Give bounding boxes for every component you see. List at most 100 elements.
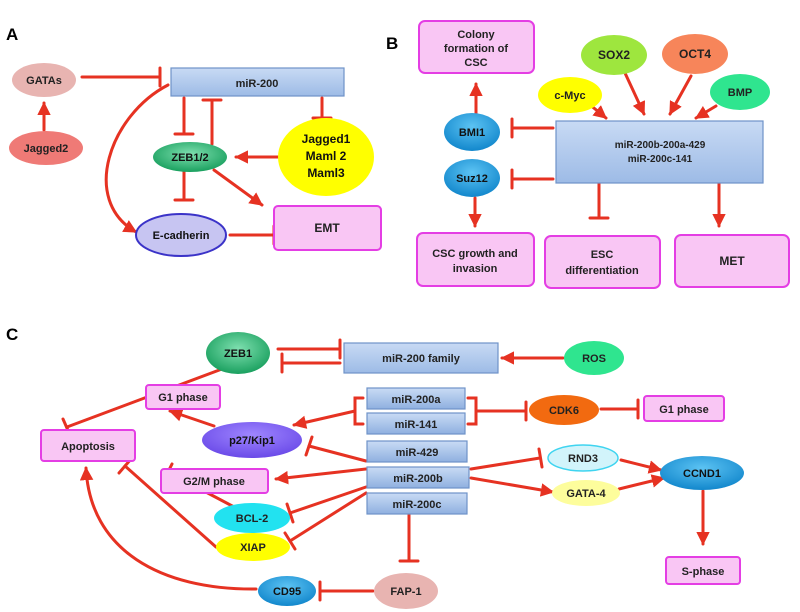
label-gatas: GATAs [26, 75, 62, 87]
label-oct4: OCT4 [679, 47, 711, 61]
node-g2m-phase [160, 468, 269, 494]
label-jagged-line1: Jagged1 [302, 132, 351, 146]
node-jagged1-group [278, 118, 374, 196]
label-escdiff-line1: ESC [591, 249, 614, 261]
edge-mir200-to-ecad [104, 83, 170, 234]
label-g1-right: G1 phase [659, 404, 709, 416]
node-ccnd1 [660, 456, 744, 490]
edge-mir-to-p27 [292, 409, 357, 429]
label-mirbox-line2: miR-200c-141 [628, 154, 693, 165]
edge-mir-inhibits-bcl2 [288, 485, 368, 515]
edge-cap [285, 502, 295, 524]
node-csc-growth [416, 232, 535, 287]
node-emt [273, 205, 382, 251]
node-g1-phase-left [145, 384, 221, 410]
node-sox2 [581, 35, 647, 75]
label-gata4: GATA-4 [566, 488, 606, 500]
node-bmi1 [444, 113, 500, 151]
label-suz12: Suz12 [456, 173, 488, 185]
label-zeb1: ZEB1 [224, 348, 252, 360]
node-fap1 [374, 573, 438, 609]
edge-oct4-to-mir [668, 74, 693, 116]
edge-sox2-to-mir [623, 71, 646, 116]
node-mir200-family [343, 342, 499, 374]
edge-p27-to-g1 [168, 408, 216, 428]
node-apoptosis [40, 429, 136, 462]
edge-mir-to-gata4 [469, 476, 555, 497]
node-cd95 [258, 576, 316, 606]
edge-mir-inhibits-p27 [307, 444, 368, 463]
node-esc-differentiation [544, 235, 661, 289]
edge-mir-inhibits-rnd3 [469, 456, 542, 471]
edge-zeb-to-emt [212, 168, 264, 207]
label-mir141: miR-141 [395, 419, 438, 431]
node-zeb12 [153, 142, 227, 172]
edge-cap [304, 435, 314, 457]
node-s-phase [665, 556, 741, 585]
label-mir200c: miR-200c [393, 499, 442, 511]
edge-gata4-to-ccnd1 [617, 474, 666, 491]
label-sox2: SOX2 [598, 48, 630, 62]
node-met [674, 234, 790, 288]
label-fap1: FAP-1 [390, 586, 421, 598]
label-mir200: miR-200 [236, 78, 279, 90]
node-mir200 [170, 67, 345, 97]
node-rnd3 [547, 444, 619, 472]
label-cdk6: CDK6 [549, 405, 579, 417]
label-bcl2: BCL-2 [236, 513, 268, 525]
label-bmi1: BMI1 [459, 127, 485, 139]
label-mir429: miR-429 [396, 447, 439, 459]
node-mir200b [366, 466, 470, 489]
label-rnd3: RND3 [568, 453, 598, 465]
label-mir200a: miR-200a [392, 394, 442, 406]
label-cd95: CD95 [273, 586, 301, 598]
edge-cd95-to-apoptosis [79, 466, 258, 591]
label-met: MET [719, 254, 745, 268]
label-jagged-line3: Maml3 [307, 166, 345, 180]
node-jagged2 [9, 131, 83, 165]
node-oct4 [662, 34, 728, 74]
panel-label-b: B [386, 34, 398, 53]
edge-mir-inhibits-xiap [288, 491, 368, 543]
edge-bmp-to-mir [694, 104, 718, 120]
node-bmp [710, 74, 770, 110]
label-jagged2: Jagged2 [24, 143, 69, 155]
label-cscgrowth-line2: invasion [453, 263, 498, 275]
label-emt: EMT [314, 221, 340, 235]
label-colony-line3: CSC [464, 57, 487, 69]
label-mirbox-line1: miR-200b-200a-429 [615, 140, 706, 151]
label-bmp: BMP [728, 87, 752, 99]
panel-label-c: C [6, 325, 18, 344]
label-mir200b: miR-200b [393, 473, 443, 485]
label-ccnd1: CCND1 [683, 468, 721, 480]
label-mir200-family: miR-200 family [382, 353, 461, 365]
node-mir200a [366, 387, 466, 410]
label-zeb12: ZEB1/2 [171, 152, 208, 164]
node-mir429 [366, 440, 468, 463]
label-cscgrowth-line1: CSC growth and [432, 248, 518, 260]
node-cdk6 [529, 395, 599, 425]
node-gata4 [552, 480, 620, 506]
label-ecadherin: E-cadherin [153, 230, 210, 242]
node-ros [564, 341, 624, 375]
node-suz12 [444, 159, 500, 197]
node-colony [418, 20, 535, 74]
edge-cap [283, 531, 297, 551]
label-apoptosis: Apoptosis [61, 441, 115, 453]
edge-zeb1-inhibits-apoptosis [65, 367, 224, 429]
edge-rnd3-to-ccnd1 [619, 458, 663, 474]
node-ecadherin [135, 213, 227, 257]
edge-mir-to-g2m [274, 467, 368, 485]
label-escdiff-line2: differentiation [565, 265, 639, 277]
node-gatas [12, 63, 76, 97]
panel-label-a: A [6, 25, 18, 44]
label-colony-line2: formation of [444, 43, 508, 55]
node-bcl2 [214, 503, 290, 533]
node-mir141 [366, 412, 466, 435]
label-cmyc: c-Myc [554, 90, 585, 102]
label-g1-left: G1 phase [158, 392, 208, 404]
node-mir200c [366, 492, 468, 515]
node-cmyc [538, 77, 602, 113]
